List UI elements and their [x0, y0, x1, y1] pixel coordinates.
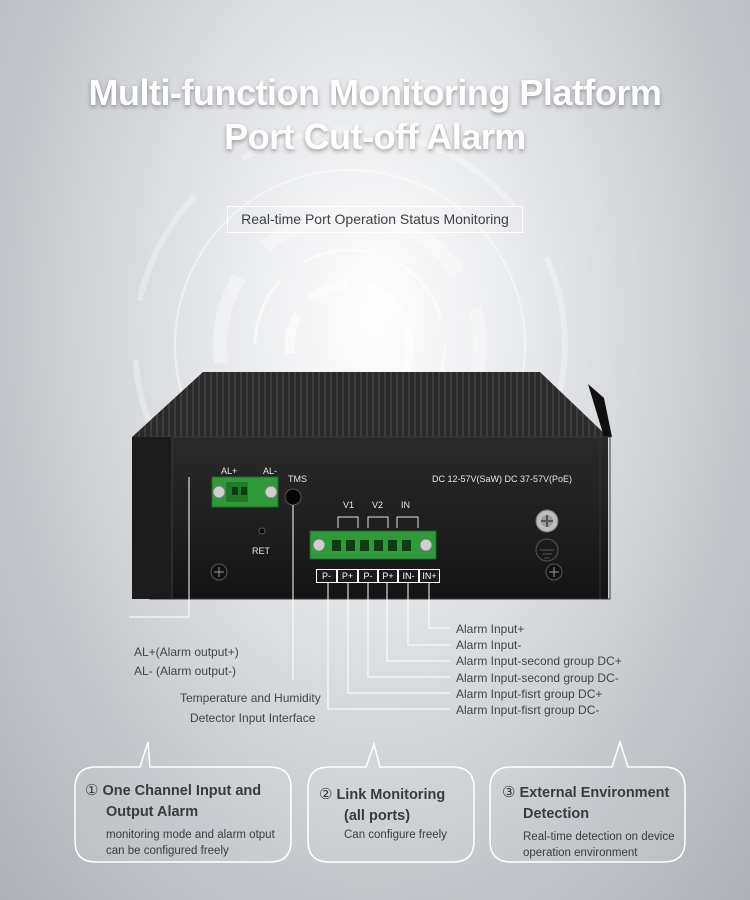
pin-label: P- — [358, 569, 378, 583]
callout-alarm-output-plus: AL+(Alarm output+) — [134, 645, 239, 659]
pin-label: P+ — [337, 569, 358, 583]
feature-title-line2: Output Alarm — [106, 804, 199, 820]
callout-sensor-line2: Detector Input Interface — [190, 711, 316, 725]
callout-alarm-output-minus: AL- (Alarm output-) — [134, 664, 237, 678]
feature-number: ① — [85, 782, 99, 799]
callout-alarm-input: Alarm Input-fisrt group DC+ — [456, 687, 603, 701]
tms-label: TMS — [288, 474, 307, 484]
pin-label: IN+ — [419, 569, 440, 583]
subtitle-badge: Real-time Port Operation Status Monitori… — [227, 206, 523, 233]
alarm-minus-label: AL- — [263, 466, 278, 476]
pin-label: P- — [316, 569, 337, 583]
callout-alarm-input: Alarm Input-fisrt group DC- — [456, 703, 600, 717]
feature-desc: Can configure freely — [344, 829, 447, 841]
callout-alarm-input: Alarm Input-second group DC+ — [456, 654, 622, 668]
terminal-label-in: IN — [401, 500, 410, 510]
feature-title: Link Monitoring — [336, 787, 446, 803]
alarm-plus-label: AL+ — [221, 466, 238, 476]
feature-desc: Real-time detection on device — [523, 831, 675, 843]
terminal-label-v2: V2 — [372, 500, 384, 510]
feature-title: External Environment — [519, 785, 670, 801]
pin-label: P+ — [378, 569, 398, 583]
feature-title: One Channel Input and — [102, 783, 262, 799]
ret-label: RET — [252, 546, 270, 556]
callout-alarm-input: Alarm Input+ — [456, 622, 525, 636]
callout-alarm-input: Alarm Input- — [456, 638, 522, 652]
feature-desc: monitoring mode and alarm otput — [106, 829, 275, 841]
feature-desc-line2: can be configured freely — [106, 845, 229, 857]
terminal-label-v1: V1 — [343, 500, 355, 510]
feature-title-line2: Detection — [523, 806, 590, 822]
power-spec-label: DC 12-57V(SaW) DC 37-57V(PoE) — [432, 474, 573, 484]
page-title-line2: Port Cut-off Alarm — [224, 116, 526, 157]
pin-label: IN- — [398, 569, 419, 583]
feature-number: ② — [319, 786, 333, 803]
page-title-line1: Multi-function Monitoring Platform — [88, 72, 662, 113]
feature-desc-line2: operation environment — [523, 847, 638, 859]
feature-title-line2: (all ports) — [344, 808, 411, 824]
feature-number: ③ — [502, 784, 516, 801]
callout-sensor-line1: Temperature and Humidity — [180, 691, 321, 705]
callout-alarm-input: Alarm Input-second group DC- — [456, 671, 619, 685]
